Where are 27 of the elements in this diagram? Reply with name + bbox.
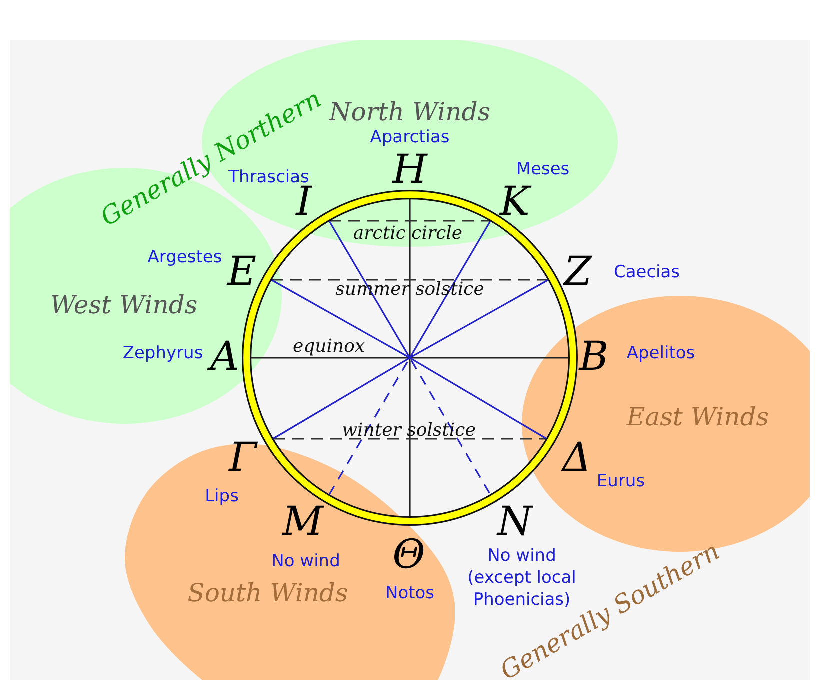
- direction-letter: K: [500, 182, 530, 222]
- wind-name: Argestes: [148, 250, 222, 266]
- wind-name: Apelitos: [626, 346, 696, 362]
- direction-letter: N: [498, 502, 532, 542]
- direction-letter: Z: [564, 252, 592, 292]
- wind-name: No wind: [272, 554, 340, 570]
- wind-name: Notos: [385, 586, 435, 602]
- wind-name: Meses: [516, 162, 570, 178]
- direction-letter: H: [392, 150, 428, 190]
- direction-letter: B: [579, 337, 609, 377]
- direction-letter: Δ: [562, 438, 592, 478]
- latitude-label: arctic circle: [353, 225, 463, 243]
- direction-letter: M: [282, 502, 324, 542]
- region-title: South Winds: [188, 580, 348, 606]
- wind-name: Caecias: [614, 264, 680, 282]
- wind-name: Eurus: [596, 474, 646, 490]
- region-title: West Winds: [50, 292, 198, 318]
- direction-letter: Θ: [392, 535, 426, 575]
- direction-letter: E: [227, 252, 257, 292]
- wind-name: No wind (except local Phoenicias): [466, 545, 576, 610]
- region-title: East Winds: [626, 404, 770, 430]
- wind-region: [124, 444, 456, 680]
- region-title: North Winds: [329, 100, 491, 124]
- direction-letter: Γ: [229, 438, 257, 478]
- wind-name: Aparctias: [370, 130, 450, 146]
- wind-name: Lips: [205, 488, 239, 506]
- wind-name: Zephyrus: [122, 346, 204, 362]
